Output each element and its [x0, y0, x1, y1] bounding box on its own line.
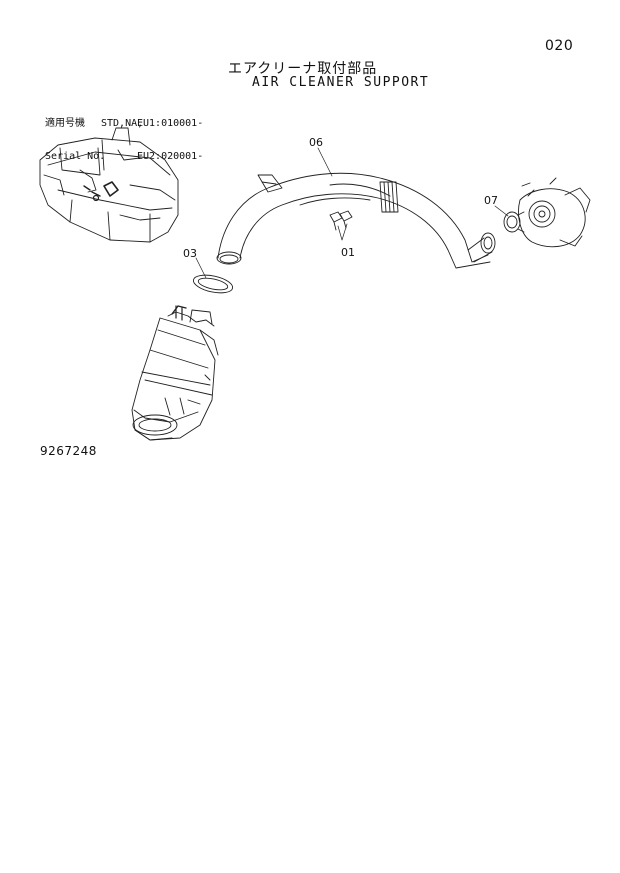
callout-06: 06 — [309, 136, 323, 149]
callout-03: 03 — [183, 247, 197, 260]
serial-range-eu1: EU1:010001- — [137, 118, 204, 129]
callout-07: 07 — [484, 194, 498, 207]
title-japanese: エアクリーナ取付部品 — [228, 61, 378, 77]
callout-01: 01 — [341, 246, 355, 259]
serial-applicability: 適用号機 STD,NA,EU1:010001- Serial No. EU2:020… — [45, 96, 203, 173]
air-cleaner-illustration — [131, 305, 219, 441]
leader-lines — [195, 147, 509, 279]
machine-overview-illustration — [39, 127, 179, 243]
serial-label-en: Serial No. — [45, 151, 106, 162]
serial-label-jp: 適用号機 — [45, 118, 85, 129]
intake-duct-illustration — [216, 172, 496, 269]
serial-range-eu2: EU2:020001- — [137, 151, 204, 162]
drawing-number: 9267248 — [40, 444, 97, 458]
bolt-illustration — [329, 210, 353, 231]
turbocharger-illustration — [503, 177, 591, 248]
title-english: AIR CLEANER SUPPORT — [252, 75, 430, 90]
serial-model: STD,NA, — [101, 118, 144, 129]
band-clamp-illustration — [192, 274, 234, 294]
page-number: 020 — [545, 38, 574, 54]
